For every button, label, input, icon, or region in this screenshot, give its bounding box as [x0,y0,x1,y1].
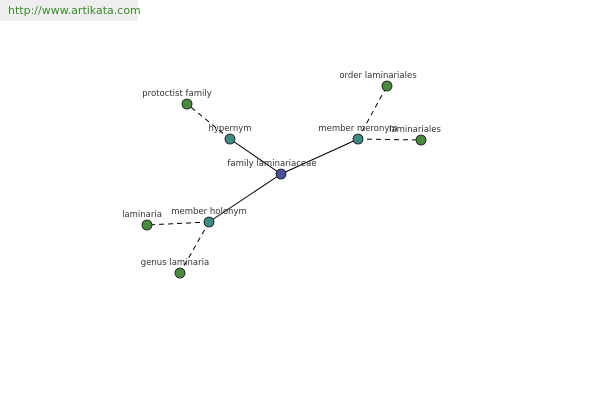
node-hypernym[interactable] [224,133,236,145]
node-laminaria[interactable] [141,219,153,231]
site-url-banner: http://www.artikata.com [0,0,141,21]
node-laminariales[interactable] [415,134,427,146]
edge-family-laminariaceae-to-hypernym [229,138,282,175]
site-url-link[interactable]: http://www.artikata.com [8,4,141,17]
node-family-laminariaceae[interactable] [275,168,287,180]
label-protoctist-family[interactable]: protoctist family [142,89,212,99]
graph-edges [146,85,422,274]
edge-member-meronym-to-laminariales [357,138,422,141]
graph-labels: family laminariaceae hypernym member meron… [122,71,441,268]
edge-member-holonym-to-laminaria [146,221,210,226]
node-member-meronym[interactable] [352,133,364,145]
label-member-holonym[interactable]: member holonym [171,207,246,217]
edge-family-laminariaceae-to-member-holonym [208,173,282,223]
label-order-laminariales[interactable]: order laminariales [339,71,417,81]
label-hypernym[interactable]: hypernym [208,124,251,134]
node-member-holonym[interactable] [203,216,215,228]
label-laminariales[interactable]: laminariales [389,125,441,135]
label-laminaria[interactable]: laminaria [122,210,162,220]
node-protoctist-family[interactable] [181,98,193,110]
label-member-meronym[interactable]: member meronym [318,124,397,134]
edge-family-laminariaceae-to-member-meronym [280,138,359,175]
node-order-laminariales[interactable] [381,80,393,92]
node-genus-laminaria[interactable] [174,267,186,279]
edge-member-meronym-to-order-laminariales [357,85,388,140]
label-genus-laminaria[interactable]: genus laminaria [141,258,209,268]
graph-nodes [141,80,427,279]
edge-hypernym-to-protoctist-family [186,103,231,140]
edge-member-holonym-to-genus-laminaria [179,221,210,274]
label-family-laminariaceae[interactable]: family laminariaceae [227,159,316,169]
